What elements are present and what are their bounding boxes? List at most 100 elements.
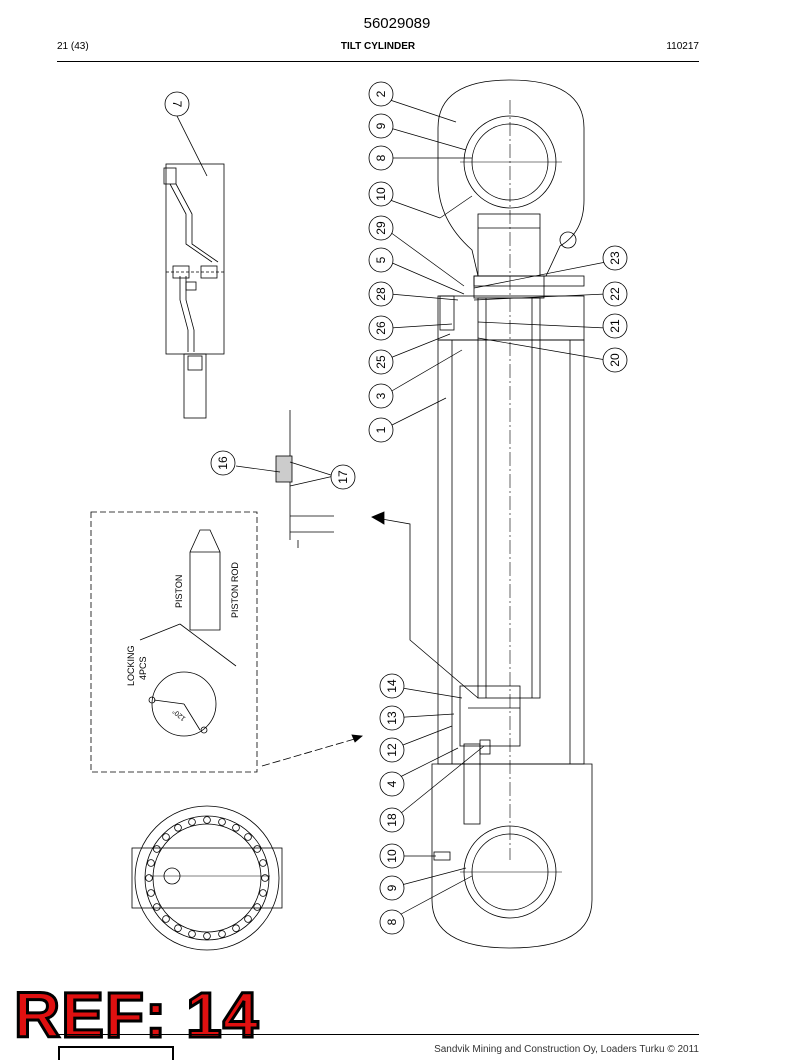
svg-text:21: 21 [608,319,622,333]
callout-balloons: 7 2 9 8 10 29 5 28 26 25 3 1 23 22 21 20… [164,81,628,935]
svg-text:28: 28 [374,287,388,301]
callout-20: 20 [602,347,628,373]
svg-text:8: 8 [374,154,388,161]
bolt-hole [162,915,170,923]
svg-text:17: 17 [336,470,350,484]
document-number: 56029089 [363,15,431,32]
bolt-hole [153,845,161,853]
svg-text:10: 10 [385,849,399,863]
section-leader [375,517,479,699]
callout-1: 1 [368,417,394,443]
locking-detail-view [90,511,258,773]
callout-17: 17 [330,464,356,490]
bolt-hole [147,889,155,897]
bolt-hole [147,859,155,867]
angle-label: 120° [171,707,187,723]
footer-rule [57,1034,699,1035]
bolt-hole [244,915,252,923]
svg-text:23: 23 [608,251,622,265]
svg-text:20: 20 [608,353,622,367]
callout-25: 25 [368,349,394,375]
header-rule [57,61,699,62]
piston-rod-label: PISTON ROD [230,562,240,618]
svg-text:16: 16 [216,456,230,470]
svg-text:3: 3 [374,392,388,399]
svg-text:4: 4 [385,780,399,787]
svg-text:7: 7 [170,101,184,108]
bolt-hole [244,833,252,841]
bolt-ring [145,816,269,940]
ref-stamp: REF: 14 [12,979,260,1051]
callout-18: 18 [379,807,405,833]
bolt-hole [203,816,211,824]
callout-28: 28 [368,281,394,307]
detail-leader [261,737,359,767]
cylinder-end-view [131,805,283,951]
footer-copyright: Sandvik Mining and Construction Oy, Load… [434,1044,699,1055]
callout-16: 16 [210,450,236,476]
bolt-hole [174,924,182,932]
svg-text:8: 8 [385,918,399,925]
svg-text:25: 25 [374,355,388,369]
locking-label: LOCKING [126,645,136,686]
callout-9-lower: 9 [379,875,405,901]
seal-section-view [275,410,334,548]
callout-7: 7 [164,91,190,117]
svg-text:14: 14 [385,679,399,693]
svg-text:2: 2 [374,90,388,97]
callout-3: 3 [368,383,394,409]
callout-12: 12 [379,737,405,763]
callout-14: 14 [379,673,405,699]
callout-22: 22 [602,281,628,307]
callout-10: 10 [368,181,394,207]
drawing-code: 110217 [666,41,699,52]
callout-23: 23 [602,245,628,271]
svg-text:9: 9 [385,884,399,891]
callout-29: 29 [368,215,394,241]
sandvik-logo [58,1046,174,1060]
detail-arrow-head [351,734,363,743]
svg-text:29: 29 [374,221,388,235]
callout-13: 13 [379,705,405,731]
bolt-hole [232,924,240,932]
callout-2: 2 [368,81,394,107]
bolt-hole [162,833,170,841]
svg-text:13: 13 [385,711,399,725]
bolt-hole [261,874,269,882]
svg-text:18: 18 [385,813,399,827]
bolt-hole [259,889,267,897]
bolt-hole [259,859,267,867]
svg-text:9: 9 [374,122,388,129]
callout-5: 5 [368,247,394,273]
callout-9: 9 [368,113,394,139]
callout-10-lower: 10 [379,843,405,869]
pcs-label: 4PCS [138,656,148,680]
bolt-hole [174,823,182,832]
bolt-hole [145,874,153,882]
callout-4: 4 [379,771,405,797]
svg-text:22: 22 [608,287,622,301]
svg-text:1: 1 [374,426,388,433]
bolt-hole [203,932,211,940]
svg-text:10: 10 [374,187,388,201]
callout-8: 8 [368,145,394,171]
hose-assembly-view [163,115,225,419]
section-arrow-head [371,511,385,525]
leader-lines [235,99,607,921]
callout-26: 26 [368,315,394,341]
bolt-hole [218,930,226,938]
piston-label: PISTON [174,575,184,608]
bolt-hole [188,818,196,826]
svg-text:26: 26 [374,321,388,335]
bolt-hole [218,818,226,826]
svg-text:5: 5 [374,256,388,263]
svg-text:12: 12 [385,743,399,757]
page-number: 21 (43) [57,41,89,52]
detail-labels: PISTON PISTON ROD LOCKING 4PCS 120° [126,562,240,723]
bolt-hole [153,903,161,911]
bolt-hole [253,845,262,853]
bolt-hole [188,930,196,938]
callout-8-lower: 8 [379,909,405,935]
callout-21: 21 [602,313,628,339]
